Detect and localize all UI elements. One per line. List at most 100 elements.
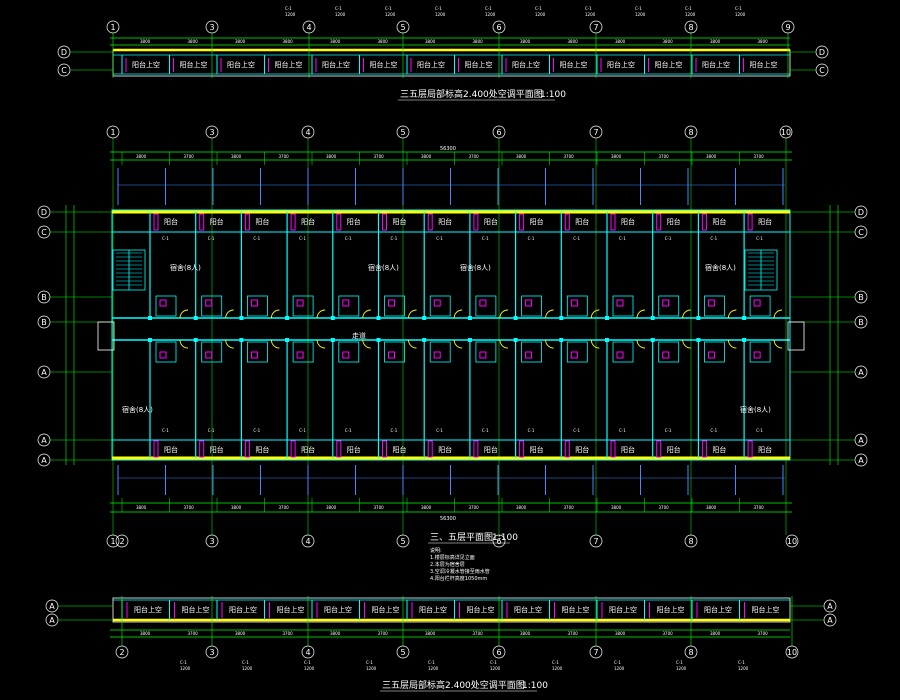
door-south — [362, 339, 371, 349]
stair-right-treads — [748, 250, 774, 290]
top-callout: C-1 — [435, 6, 442, 11]
balcony-label-south: 阳台 — [575, 445, 589, 454]
column-south — [559, 338, 564, 342]
window-tag-north: C-1 — [208, 236, 215, 241]
bottom-callout: C-1 — [366, 660, 373, 665]
door-south — [179, 339, 189, 349]
window-tag-north: C-1 — [528, 236, 535, 241]
column-north — [285, 316, 290, 320]
bottom-callout: C-1 — [490, 660, 497, 665]
toilet-north — [296, 299, 304, 307]
door-south — [499, 339, 508, 349]
top-cell-label: 阳台上空 — [750, 60, 778, 69]
main-axis-top-5-label: 5 — [400, 128, 405, 137]
main-overall-dim-bottom: 56300 — [440, 516, 456, 522]
main-dim-bottom: 3800 — [516, 505, 527, 510]
top-cell-label: 阳台上空 — [465, 60, 493, 69]
stair-left-treads — [116, 250, 142, 290]
main-dim-bottom: 3800 — [706, 505, 717, 510]
balcony-label-north: 阳台 — [438, 217, 452, 226]
top-cell-label: 阳台上空 — [227, 60, 255, 69]
balcony-label-north: 阳台 — [712, 217, 726, 226]
main-dim-top: 3700 — [754, 154, 765, 159]
window-tag-south: C-1 — [756, 428, 763, 433]
balcony-label-south: 阳台 — [621, 445, 635, 454]
bottom-axis-8-label: 8 — [688, 648, 693, 657]
main-dim-bottom: 3700 — [279, 505, 290, 510]
top-callout-2: 1200 — [535, 12, 546, 17]
bottom-callout-2: 1200 — [614, 666, 625, 671]
entrance-west — [97, 321, 115, 351]
ac-north — [153, 213, 159, 231]
main-dim-bottom: 3800 — [421, 505, 432, 510]
toilet-north — [479, 299, 487, 307]
top-cell-dim: 3800 — [188, 39, 199, 44]
bottom-cell-dim: 3800 — [710, 631, 721, 636]
bottom-cell-dim: 3800 — [330, 631, 341, 636]
top-callout-2: 1200 — [335, 12, 346, 17]
main-axis-bottom-1-label: 2 — [119, 537, 124, 546]
column-south — [467, 338, 472, 342]
bottom-cell-dim: 3700 — [473, 631, 484, 636]
top-letter-left-0-label: D — [61, 48, 67, 57]
bottom-callout: C-1 — [304, 660, 311, 665]
top-axis-8-label: 8 — [688, 23, 693, 32]
bathroom-north — [155, 295, 177, 317]
window-tag-south: C-1 — [299, 428, 306, 433]
column-south — [422, 338, 427, 342]
bathroom-south — [155, 341, 177, 363]
main-axis-top-8-label: 8 — [688, 128, 693, 137]
window-tag-south: C-1 — [710, 428, 717, 433]
top-cell-dim: 3800 — [283, 39, 294, 44]
door-south — [590, 339, 600, 349]
column-north — [239, 316, 244, 320]
bottom-callout: C-1 — [738, 660, 745, 665]
window-tag-south: C-1 — [665, 428, 672, 433]
column-south — [696, 338, 701, 342]
main-letter-left-2-label: B — [41, 293, 47, 302]
general-notes: 说明: 1.楼层标高详见立面 2.本层为宿舍层 3.空调冷凝水管接至雨水管 4.… — [430, 547, 490, 582]
bottom-cell-dim: 3800 — [425, 631, 436, 636]
main-dim-top: 3700 — [659, 154, 670, 159]
main-letter-right-6-label: A — [858, 456, 864, 465]
top-axis-3-label: 3 — [209, 23, 214, 32]
main-dim-bottom: 3800 — [136, 505, 147, 510]
bottom-cell-dim: 3800 — [520, 631, 531, 636]
toilet-north — [662, 299, 670, 307]
top-strip-plan: 阳台上空3800阳台上空3800阳台上空3800阳台上空3800阳台上空3800… — [57, 6, 829, 101]
top-cell-label: 阳台上空 — [180, 60, 208, 69]
main-letter-right-2-label: B — [858, 293, 864, 302]
main-axis-top-7-label: 7 — [593, 128, 598, 137]
top-axis-4-label: 4 — [306, 23, 311, 32]
bottom-callout-2: 1200 — [738, 666, 749, 671]
top-cell-dim: 3800 — [568, 39, 579, 44]
bottom-cell-label: 阳台上空 — [609, 605, 637, 614]
bottom-cell-label: 阳台上空 — [277, 605, 305, 614]
balcony-label-south: 阳台 — [712, 445, 726, 454]
door-south — [408, 339, 417, 349]
main-letter-left-5-label: A — [41, 436, 47, 445]
toilet-south — [159, 351, 167, 359]
main-dim-top: 3800 — [611, 154, 622, 159]
bottom-cell-dim: 3700 — [188, 631, 199, 636]
top-callout-2: 1200 — [635, 12, 646, 17]
bottom-axis-5-label: 5 — [400, 648, 405, 657]
bathroom-south — [475, 341, 497, 363]
top-cell-label: 阳台上空 — [322, 60, 350, 69]
bathroom-north — [704, 295, 725, 317]
balcony-label-south: 阳台 — [438, 445, 452, 454]
top-axis-1-label: 1 — [110, 23, 115, 32]
dorm-label-north-3: 宿舍(8人) — [705, 263, 736, 272]
column-south — [330, 338, 335, 342]
main-letter-left-4-label: A — [41, 368, 47, 377]
balcony-label-south: 阳台 — [164, 445, 178, 454]
bottom-cell-label: 阳台上空 — [704, 605, 732, 614]
top-cell-dim: 3800 — [473, 39, 484, 44]
balcony-label-south: 阳台 — [301, 445, 315, 454]
top-callout: C-1 — [735, 6, 742, 11]
main-dim-bottom: 3700 — [469, 505, 480, 510]
bottom-letter-right-0-label: A — [827, 602, 833, 611]
balcony-label-north: 阳台 — [758, 217, 772, 226]
